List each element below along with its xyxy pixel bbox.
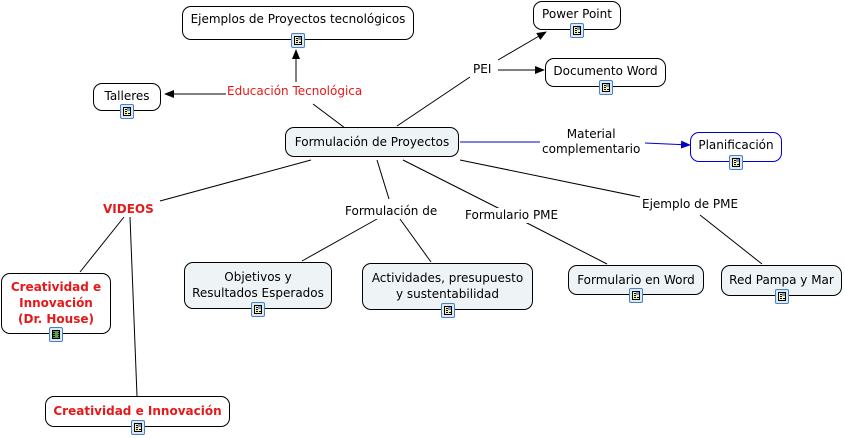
link-formulacion-objetivos	[301, 218, 378, 262]
document-resource-icon[interactable]	[120, 104, 134, 119]
concept-actividades[interactable]: Actividades, presupuesto y sustentabilid…	[362, 263, 533, 318]
document-resource-icon[interactable]	[598, 80, 613, 95]
concept-red-pampa[interactable]: Red Pampa y Mar	[721, 265, 842, 304]
concept-label: Planificación	[698, 138, 774, 152]
link-center-pei	[396, 76, 471, 127]
link-formulacion-actividades	[399, 218, 432, 263]
link-center-educacion	[312, 103, 346, 129]
concept-label: Red Pampa y Mar	[729, 273, 834, 287]
concept-label: Actividades, presupuesto y sustentabilid…	[371, 271, 524, 301]
link-videos-house	[79, 216, 125, 273]
concept-label: Ejemplos de Proyectos tecnológicos	[190, 12, 406, 26]
link-pei-powerpoint	[497, 31, 547, 61]
concept-label: Formulación de Proyectos	[294, 135, 450, 149]
concept-documento-word[interactable]: Documento Word	[545, 58, 666, 95]
concept-creatividad-innovacion[interactable]: Creatividad e Innovación	[45, 396, 230, 435]
linking-phrase-formulacion-de: Formulación de	[344, 204, 439, 219]
document-resource-icon[interactable]	[440, 303, 455, 318]
linking-phrase-ejemplo-pme: Ejemplo de PME	[641, 197, 740, 212]
document-resource-icon[interactable]	[729, 155, 743, 170]
linking-phrase-pei: PEI	[472, 62, 493, 77]
concept-label: Creatividad e Innovación (Dr. House)	[10, 280, 102, 326]
concept-formulacion-proyectos[interactable]: Formulación de Proyectos	[285, 127, 459, 157]
document-resource-icon[interactable]	[251, 302, 265, 317]
document-resource-icon[interactable]	[629, 288, 643, 303]
link-formulariopme-word	[524, 221, 608, 265]
linking-phrase-videos: VIDEOS	[102, 202, 155, 217]
concept-formulario-word[interactable]: Formulario en Word	[568, 265, 704, 303]
concept-label: Talleres	[104, 89, 150, 103]
concept-objetivos[interactable]: Objetivos y Resultados Esperados	[184, 262, 332, 317]
concept-label: Documento Word	[553, 64, 658, 78]
linking-phrase-educacion-tecnologica: Educación Tecnológica	[226, 84, 364, 99]
link-center-formulariopme	[402, 159, 501, 210]
concept-ejemplos-proyectos[interactable]: Ejemplos de Proyectos tecnológicos	[182, 6, 414, 48]
linking-phrase-material-complementario: Material complementario	[541, 127, 642, 157]
link-videos-creatividad	[129, 216, 138, 397]
document-resource-icon[interactable]	[291, 33, 305, 48]
concept-power-point[interactable]: Power Point	[533, 1, 621, 38]
concept-planificacion[interactable]: Planificación	[690, 132, 782, 170]
concept-label: Power Point	[542, 7, 612, 21]
concept-creatividad-dr-house[interactable]: Creatividad e Innovación (Dr. House)	[1, 273, 111, 342]
concept-label: Formulario en Word	[577, 273, 695, 287]
video-resource-icon[interactable]	[49, 327, 63, 342]
link-center-ejemplopme	[459, 159, 641, 198]
link-material-planificacion	[644, 140, 691, 149]
linking-phrase-formulario-pme: Formulario PME	[464, 208, 560, 223]
link-center-formulacion	[376, 159, 390, 200]
concept-label: Creatividad e Innovación	[53, 404, 222, 418]
concept-label: Objetivos y Resultados Esperados	[192, 270, 324, 300]
link-ejemplopme-redpampa	[699, 214, 763, 265]
document-resource-icon[interactable]	[130, 420, 145, 435]
concept-talleres[interactable]: Talleres	[93, 83, 161, 119]
link-center-videos	[159, 159, 312, 202]
document-resource-icon[interactable]	[774, 289, 789, 304]
document-resource-icon[interactable]	[570, 23, 584, 38]
